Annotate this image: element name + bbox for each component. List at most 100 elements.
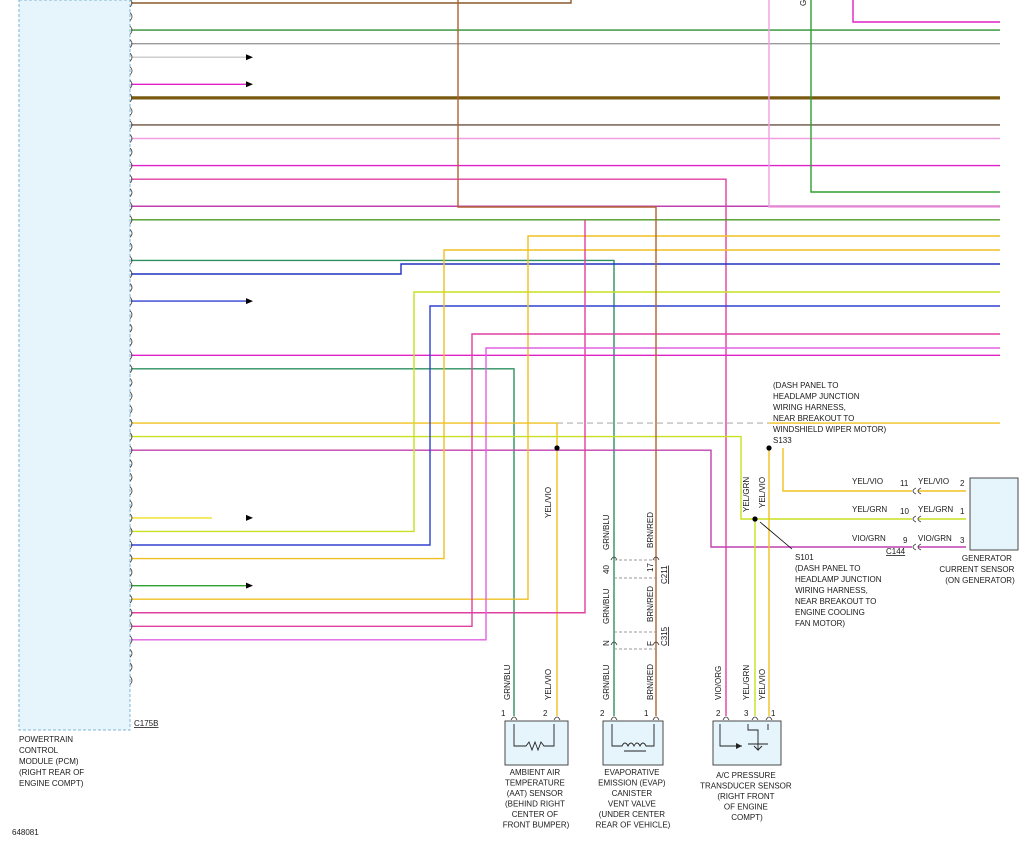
- gen-pin-left-1: 11: [900, 479, 909, 488]
- connector-terminal-icon: [912, 543, 922, 551]
- splice-s133-dot: [766, 445, 772, 451]
- aat-pin-1: 1: [501, 709, 506, 718]
- pin-bracket-icon: [129, 80, 133, 89]
- pin-bracket-icon: [129, 662, 133, 672]
- splice-s101-dot: [752, 516, 758, 522]
- vlabel-ac-3: YEL/VIO: [758, 669, 767, 700]
- pcm-connector-id: C175B: [134, 719, 158, 728]
- vlabel-aat-top: YEL/VIO: [544, 487, 553, 518]
- pin-bracket-icon: [129, 229, 133, 238]
- pin-bracket-icon: [129, 635, 133, 645]
- connector-terminal-icon: [912, 515, 922, 523]
- aat-caption: AMBIENT AIR TEMPERATURE (AAT) SENSOR (BE…: [503, 768, 570, 830]
- aat-sensor-body: [504, 720, 569, 766]
- pin-bracket-icon: [129, 594, 133, 604]
- vlabel-s101-right: YEL/VIO: [758, 477, 767, 508]
- gen-pin-right-2: 1: [960, 507, 965, 516]
- pin-bracket-icon: [129, 39, 133, 48]
- connector-terminal-icon: [610, 641, 618, 646]
- c211-id: C211: [660, 565, 669, 584]
- ac-sensor-body: [712, 720, 782, 766]
- arrow-right-icon: [246, 514, 253, 521]
- wire-apprtn2: [131, 291, 1000, 533]
- pin-bracket-icon: [129, 283, 133, 292]
- wire-ispr: [131, 235, 1000, 600]
- aat-pin-2: 2: [543, 709, 548, 718]
- arrow-right-icon: [246, 298, 253, 305]
- pin-bracket-icon: [129, 418, 133, 428]
- pin-bracket-icon: [129, 486, 133, 496]
- vlabel-evap-mid-right: BRN/RED: [646, 586, 655, 622]
- splice-s101-id: S101: [795, 553, 814, 562]
- pin-bracket-icon: [129, 608, 133, 618]
- splice-s101-leader: [759, 521, 793, 550]
- pcm-body: [18, 0, 131, 731]
- pin-bracket-icon: [129, 513, 133, 523]
- wire-pcmwake: [131, 220, 586, 614]
- evap-caption: EVAPORATIVE EMISSION (EVAP) CANISTER VEN…: [596, 768, 671, 830]
- pin-bracket-icon: [129, 201, 133, 211]
- pcm-pin-layer: [129, 0, 253, 685]
- pin-bracket-icon: [129, 567, 133, 577]
- connector-terminal-icon: [722, 716, 730, 721]
- vlabel-evap-top-left: GRN/BLU: [602, 514, 611, 550]
- pin-bracket-icon: [129, 12, 133, 21]
- gen-wire-left-1: YEL/VIO: [852, 477, 883, 486]
- pin-bracket-icon: [129, 676, 133, 685]
- pin-bracket-icon: [129, 66, 133, 76]
- arrow-right-icon: [246, 54, 253, 61]
- wire-whtvio-top: [768, 0, 1000, 208]
- pcm-caption: POWERTRAIN CONTROL MODULE (PCM) (RIGHT R…: [19, 735, 86, 788]
- pin-bracket-icon: [129, 0, 133, 8]
- wire-brn-top: [457, 0, 657, 716]
- connector-terminal-icon: [765, 716, 773, 721]
- pin-bracket-icon: [129, 472, 133, 482]
- gen-pin-right-1: 2: [960, 479, 965, 488]
- vlabel-aat-bot-right: YEL/VIO: [544, 669, 553, 700]
- evap-pin-1: 1: [644, 709, 649, 718]
- pin-bracket-icon: [129, 337, 133, 347]
- pin-bracket-icon: [129, 242, 133, 252]
- connector-terminal-icon: [553, 716, 561, 721]
- connector-terminal-icon: [510, 716, 518, 721]
- pin-bracket-icon: [129, 581, 133, 590]
- solenoid-coil-icon: [611, 724, 655, 748]
- splice-s133-id: S133: [773, 436, 792, 445]
- pin-bracket-icon: [129, 134, 133, 143]
- wire-vio-top: [852, 0, 1000, 23]
- generator-caption: GENERATOR CURRENT SENSOR (ON GENERATOR): [939, 554, 1016, 585]
- splice-s133-note: (DASH PANEL TO HEADLAMP JUNCTION WIRING …: [773, 381, 887, 434]
- ac-pin-3: 3: [744, 709, 749, 718]
- wire-aat: [131, 368, 515, 716]
- vlabel-s101-left: YEL/GRN: [742, 477, 751, 512]
- pin-bracket-icon: [129, 554, 133, 563]
- connector-terminal-icon: [652, 641, 660, 646]
- pin-bracket-icon: [129, 527, 133, 536]
- wire-canv: [131, 259, 615, 716]
- vlabel-evap-top-right: BRN/RED: [646, 512, 655, 548]
- pin-bracket-icon: [129, 188, 133, 197]
- gen-pin-right-3: 3: [960, 536, 965, 545]
- wire-bcs2: [131, 449, 912, 548]
- gen-pin-left-2: 10: [900, 507, 909, 516]
- evap-valve-body: [602, 720, 664, 766]
- wire-bpp: [131, 347, 1000, 641]
- gen-wire-right-3: VIO/GRN: [918, 534, 952, 543]
- pin-bracket-icon: [129, 93, 133, 103]
- evap-pin-2: 2: [600, 709, 605, 718]
- splice-sigrtn-dot: [554, 445, 560, 451]
- pin-bracket-icon: [129, 161, 133, 170]
- pin-bracket-icon: [129, 107, 133, 116]
- wire-layer: [131, 0, 1000, 716]
- right-edge-layer: [510, 487, 922, 721]
- pin-bracket-icon: [129, 391, 133, 401]
- gen-connector-id: C144: [886, 547, 906, 556]
- ac-pin-1: 1: [771, 709, 776, 718]
- c315-id: C315: [660, 626, 669, 646]
- vlabel-ac-1: VIO/ORG: [714, 666, 723, 700]
- connector-terminal-icon: [751, 716, 759, 721]
- vlabel-ac-2: YEL/GRN: [742, 665, 751, 700]
- wire-s133-gen: [782, 448, 912, 492]
- transducer-icon: [719, 724, 769, 752]
- ac-caption: A/C PRESSURE TRANSDUCER SENSOR (RIGHT FR…: [700, 771, 794, 822]
